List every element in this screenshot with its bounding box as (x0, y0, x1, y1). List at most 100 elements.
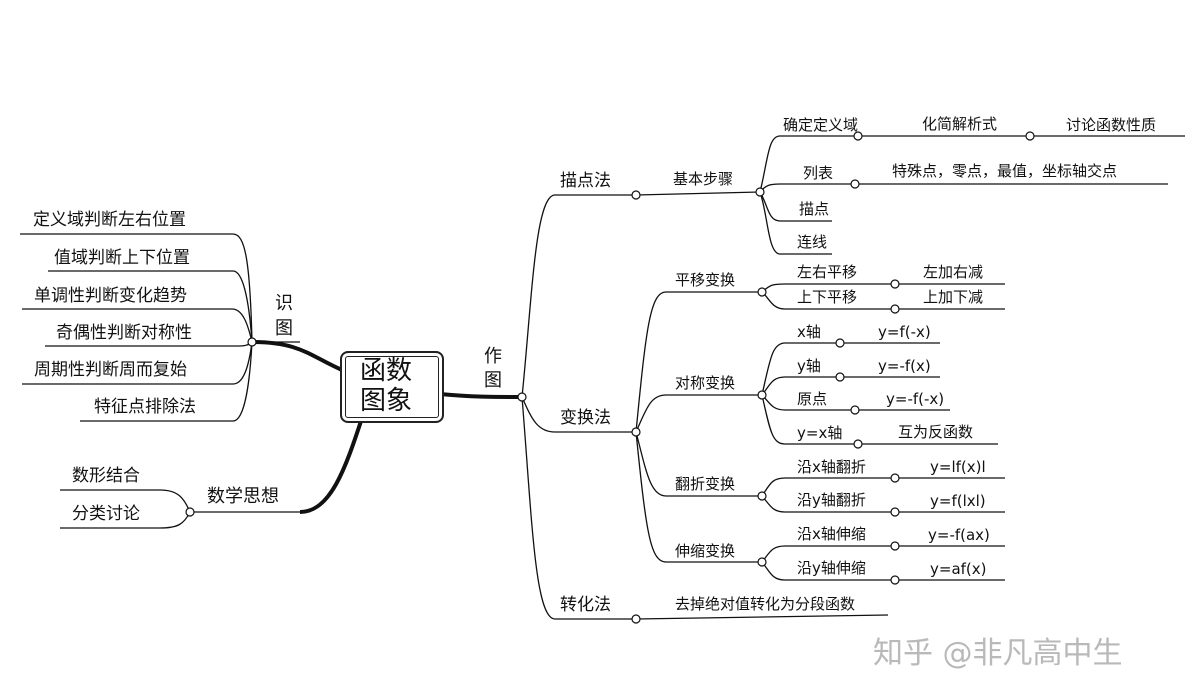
root-to-thought-branch (299, 417, 364, 514)
pingyi-label: 平移变换 (675, 271, 736, 289)
duicheng-1-value: y=f(-x) (878, 323, 931, 341)
root-node: 函数 图象 (340, 351, 444, 423)
shensuo-1-value: y=-f(ax) (928, 526, 990, 544)
row4-item: 连线 (797, 233, 828, 251)
junction-duicheng-4 (853, 439, 863, 449)
junction-zuotu (517, 392, 527, 402)
duicheng-4 (761, 394, 858, 445)
step-to-row3 (759, 191, 832, 222)
shensuo-2-value: y=af(x) (930, 560, 987, 578)
row1-item-1: 确定定义域 (783, 116, 859, 134)
junction-row1a (853, 131, 863, 141)
junction-row2 (850, 179, 860, 189)
junction-duicheng-2 (835, 372, 845, 382)
junction-row1b (1025, 131, 1035, 141)
junction-bianhuan (631, 427, 641, 437)
zhuanhua-end (635, 614, 889, 620)
shitu-item-6: 特征点排除法 (94, 397, 196, 417)
duicheng-4-value: 互为反函数 (898, 423, 974, 441)
zhuanhua-item: 去掉绝对值转化为分段函数 (675, 595, 856, 613)
duicheng-1-name: x轴 (797, 323, 821, 341)
duicheng-3-name: 原点 (797, 390, 828, 408)
duicheng-label: 对称变换 (675, 374, 736, 392)
junction-miaodian (631, 190, 641, 200)
fanzhe-label: 翻折变换 (675, 475, 736, 493)
root-to-zuotu-branch (439, 392, 523, 399)
fanzhe-2-name: 沿y轴翻折 (797, 491, 866, 509)
shitu-item-5: 周期性判断周而复始 (34, 360, 187, 380)
shensuo-2-name: 沿y轴伸缩 (797, 559, 866, 577)
shensuo-1-name: 沿x轴伸缩 (797, 525, 866, 543)
junction-pingyi (757, 287, 767, 297)
pingyi-1-name: 左右平移 (797, 263, 858, 281)
row3-item: 描点 (799, 200, 830, 218)
junction-pingyi-1 (890, 279, 900, 289)
zuotu-to-bianhuan (521, 396, 636, 433)
row1-item-2: 化简解析式 (922, 115, 998, 133)
step-to-row4 (759, 191, 832, 255)
bianhuan-to-pingyi (635, 291, 762, 433)
shitu-item-4: 奇偶性判断对称性 (56, 323, 192, 343)
shitu-link-6 (80, 341, 253, 422)
fanzhe-2-value: y=f(lxl) (930, 492, 986, 510)
fanzhe-1-name: 沿x轴翻折 (797, 458, 866, 476)
bianhuan-label: 变换法 (560, 408, 611, 428)
duicheng-3-value: y=-f(-x) (886, 390, 945, 408)
thought-item-2: 分类讨论 (72, 504, 140, 524)
bianhuan-to-fanzhe (635, 431, 762, 497)
step-label: 基本步骤 (673, 170, 734, 188)
junction-step (755, 187, 765, 197)
zuotu-to-zhuanhua (521, 396, 636, 620)
junction-duicheng-3 (850, 405, 860, 415)
step-to-row2 (759, 183, 855, 193)
pingyi-1-value: 左加右减 (923, 263, 984, 281)
miaodian-to-step (635, 191, 761, 196)
miaodian-label: 描点法 (560, 171, 611, 191)
row2-item-1: 列表 (803, 164, 834, 182)
junction-duicheng-1 (835, 338, 845, 348)
junction-zhuanhua (631, 614, 641, 624)
duicheng-2-value: y=-f(x) (878, 357, 931, 375)
duicheng-4-name: y=x轴 (797, 424, 843, 442)
zuotu-to-miaodian (521, 194, 636, 398)
shitu-item-2: 值域判断上下位置 (54, 248, 190, 268)
junction-shensuo-2 (890, 575, 900, 585)
watermark: 知乎 @非凡高中生 (873, 636, 1123, 671)
shitu-label-top: 识 (275, 293, 293, 314)
bianhuan-to-shensuo (635, 431, 762, 563)
shensuo-label: 伸缩变换 (675, 542, 736, 560)
pingyi-2-value: 上加下减 (923, 288, 984, 306)
junction-shensuo (757, 557, 767, 567)
row1-item-3: 讨论函数性质 (1066, 116, 1157, 134)
zhuanhua-label: 转化法 (560, 595, 611, 615)
root-line-1: 函数 (360, 356, 413, 386)
zuotu-label-top: 作 (484, 346, 502, 367)
root-to-shitu-branch (251, 340, 343, 372)
shitu-link-1 (20, 233, 253, 343)
row2-item-2: 特殊点，零点，最值，坐标轴交点 (892, 162, 1118, 180)
duicheng-2-name: y轴 (797, 357, 821, 375)
thought-item-1: 数形结合 (72, 466, 140, 486)
pingyi-2-name: 上下平移 (797, 288, 858, 306)
junction-thought (185, 507, 195, 517)
shitu-link-3 (22, 308, 253, 343)
junction-fanzhe-1 (890, 473, 900, 483)
junction-duicheng (757, 390, 767, 400)
junction-shensuo-1 (890, 541, 900, 551)
shitu-item-1: 定义域判断左右位置 (33, 210, 186, 230)
junction-fanzhe-2 (890, 507, 900, 517)
shitu-link-2 (48, 270, 253, 343)
fanzhe-1-value: y=lf(x)l (930, 458, 986, 476)
zuotu-label-bottom: 图 (484, 370, 502, 391)
shitu-item-3: 单调性判断变化趋势 (34, 286, 187, 306)
junction-pingyi-2 (890, 304, 900, 314)
step-to-row1 (759, 135, 858, 193)
bianhuan-to-duicheng (635, 394, 762, 433)
junction-shitu (247, 337, 257, 347)
thought-label: 数学思想 (207, 486, 279, 507)
junction-fanzhe (757, 491, 767, 501)
duicheng-1 (761, 342, 840, 396)
root-line-2: 图象 (360, 386, 413, 416)
shitu-label-bottom: 图 (275, 318, 293, 339)
